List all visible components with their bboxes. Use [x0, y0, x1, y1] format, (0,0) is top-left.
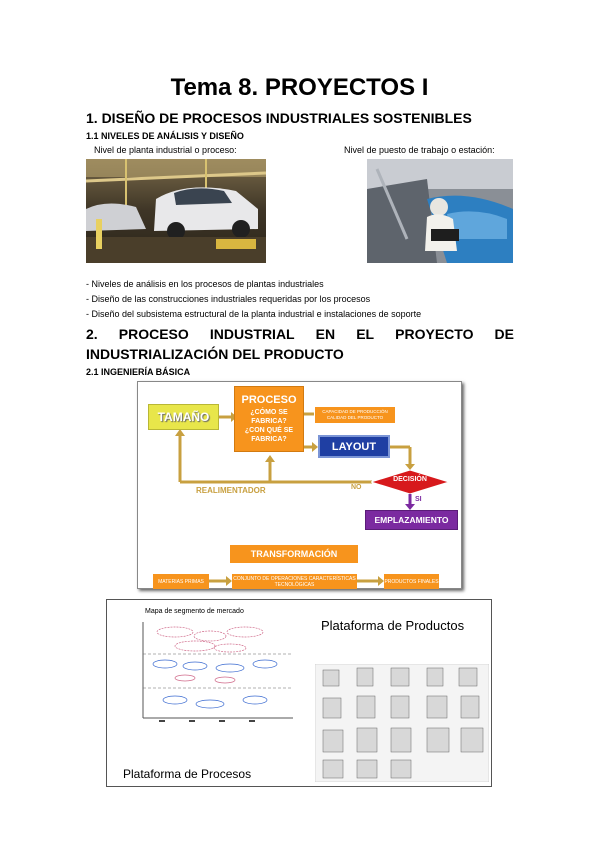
market-segment-map-title: Mapa de segmento de mercado [145, 608, 244, 615]
heading-word: 2. [86, 326, 98, 342]
heading-word: INDUSTRIAL [209, 326, 295, 342]
proceso-title: PROCESO [241, 394, 297, 406]
heading-word: PROYECTO [395, 326, 474, 342]
bullet-item: - Niveles de análisis en los procesos de… [86, 279, 324, 289]
product-copiers-grid [315, 664, 489, 782]
page-title: Tema 8. PROYECTOS I [170, 74, 429, 101]
process-platform-title: Plataforma de Procesos [123, 767, 252, 781]
plant-assembly-photo [86, 159, 266, 263]
emplazamiento-box: EMPLAZAMIENTO [365, 510, 458, 530]
bullet-item: - Diseño del subsistema estructural de l… [86, 309, 422, 319]
section1-subheading: 1.1 NIVELES DE ANÁLISIS Y DISEÑO [86, 131, 244, 141]
layout-box: LAYOUT [318, 435, 390, 458]
proceso-question-with: ¿CON QUÉ SE FABRICA? [244, 427, 294, 443]
section2-heading-line1: 2. PROCESO INDUSTRIAL EN EL PROYECTO DE [86, 326, 514, 342]
no-label: NO [351, 484, 362, 491]
section2-heading-line2: INDUSTRIALIZACIÓN DEL PRODUCTO [86, 346, 344, 362]
heading-word: EN [315, 326, 336, 342]
decision-label: DECISIÓN [393, 476, 427, 483]
proceso-box: PROCESO ¿CÓMO SE FABRICA? ¿CON QUÉ SE FA… [234, 386, 304, 452]
heading-word: EL [356, 326, 375, 342]
bullet-item: - Diseño de las construcciones industria… [86, 294, 371, 304]
market-segment-map [142, 622, 293, 722]
transformacion-box: TRANSFORMACIÓN [230, 545, 358, 563]
section2-subheading: 2.1 INGENIERÍA BÁSICA [86, 367, 191, 377]
platform-figure: Mapa de segmento de mercado [106, 599, 492, 787]
tamano-box: TAMAÑO [148, 404, 219, 430]
productos-finales-box: PRODUCTOS FINALES [384, 574, 439, 589]
conjunto-operaciones-box: CONJUNTO DE OPERACIONES CARACTERÍSTICAS … [232, 574, 357, 589]
capacidad-box: CAPACIDAD DE PRODUCCIÓN CALIDAD DEL PROD… [315, 407, 395, 423]
section1-heading: 1. DISEÑO DE PROCESOS INDUSTRIALES SOSTE… [86, 110, 472, 126]
materias-primas-box: MATERIAS PRIMAS [153, 574, 209, 589]
workstation-photo [367, 159, 513, 263]
si-label: SI [415, 496, 422, 503]
proceso-question-how: ¿CÓMO SE FABRICA? [250, 409, 288, 425]
decision-diamond [371, 470, 449, 494]
caption-plant-level: Nivel de planta industrial o proceso: [94, 145, 237, 155]
heading-word: DE [494, 326, 514, 342]
process-diagram: TAMAÑO PROCESO ¿CÓMO SE FABRICA? ¿CON QU… [137, 381, 462, 589]
realimentador-label: REALIMENTADOR [196, 486, 266, 495]
product-platform-title: Plataforma de Productos [321, 618, 465, 633]
caption-workstation-level: Nivel de puesto de trabajo o estación: [344, 145, 495, 155]
heading-word: PROCESO [118, 326, 189, 342]
